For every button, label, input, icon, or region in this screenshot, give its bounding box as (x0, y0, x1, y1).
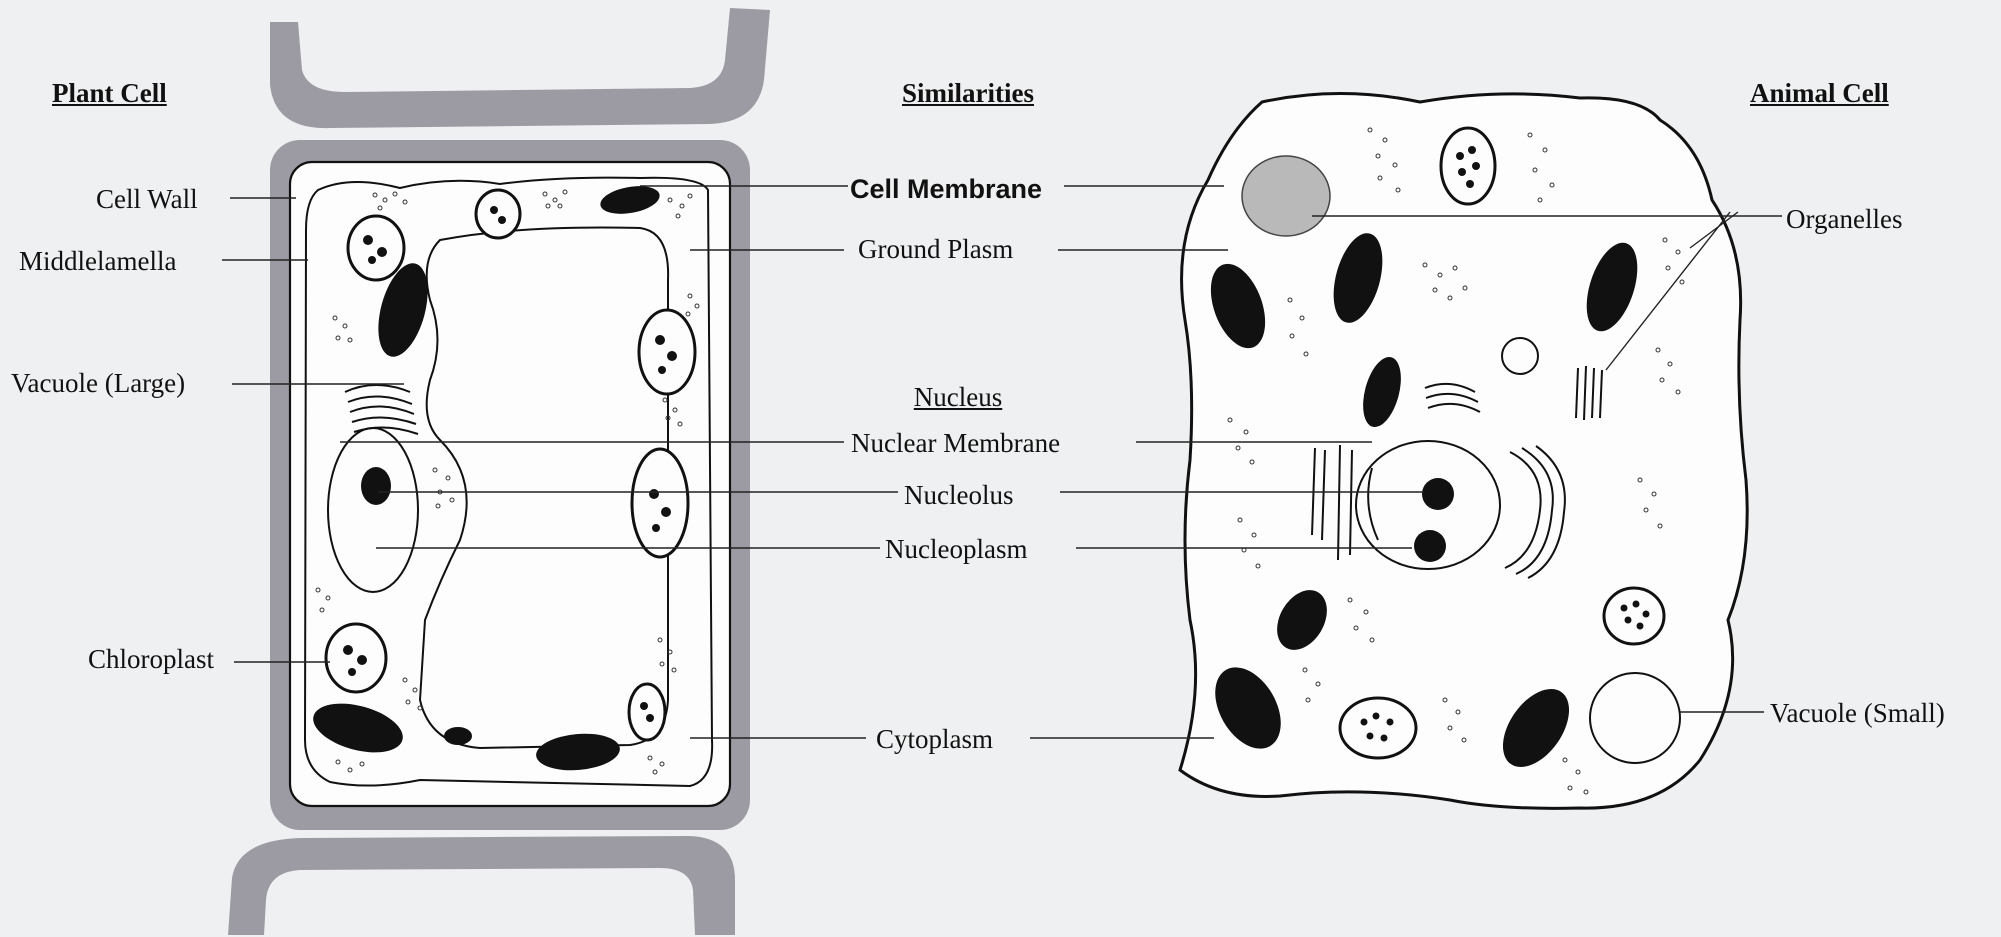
label-cell-membrane: Cell Membrane (850, 176, 1042, 203)
animal-cell-heading: Animal Cell (1750, 80, 1889, 107)
animal-nucleolus-1 (1422, 478, 1454, 510)
label-vacuole-large: Vacuole (Large) (11, 370, 185, 397)
label-nuclear-membrane: Nuclear Membrane (851, 430, 1060, 457)
nucleus-heading: Nucleus (914, 384, 1002, 411)
label-cytoplasm: Cytoplasm (876, 726, 993, 753)
label-vacuole-small: Vacuole (Small) (1770, 700, 1945, 727)
similarities-heading: Similarities (902, 80, 1034, 107)
adjacent-cell-wall-top (270, 8, 770, 128)
plant-nucleolus (361, 467, 391, 505)
adjacent-cell-wall-bottom (228, 836, 735, 935)
animal-stippled-body (1242, 156, 1330, 236)
animal-vesicle (1502, 338, 1538, 374)
animal-vacuole-small (1590, 673, 1680, 763)
animal-nucleolus-2 (1414, 530, 1446, 562)
label-organelles: Organelles (1786, 206, 1902, 233)
plant-cell (228, 8, 770, 935)
plant-nucleus (328, 428, 418, 592)
label-nucleolus: Nucleolus (904, 482, 1013, 509)
label-middle-lamella: Middlelamella (19, 248, 176, 275)
label-cell-wall: Cell Wall (96, 186, 198, 213)
label-chloroplast: Chloroplast (88, 646, 214, 673)
label-ground-plasm: Ground Plasm (858, 236, 1013, 263)
plant-cell-heading: Plant Cell (52, 80, 167, 107)
animal-cell (1180, 94, 1747, 809)
label-nucleoplasm: Nucleoplasm (885, 536, 1027, 563)
